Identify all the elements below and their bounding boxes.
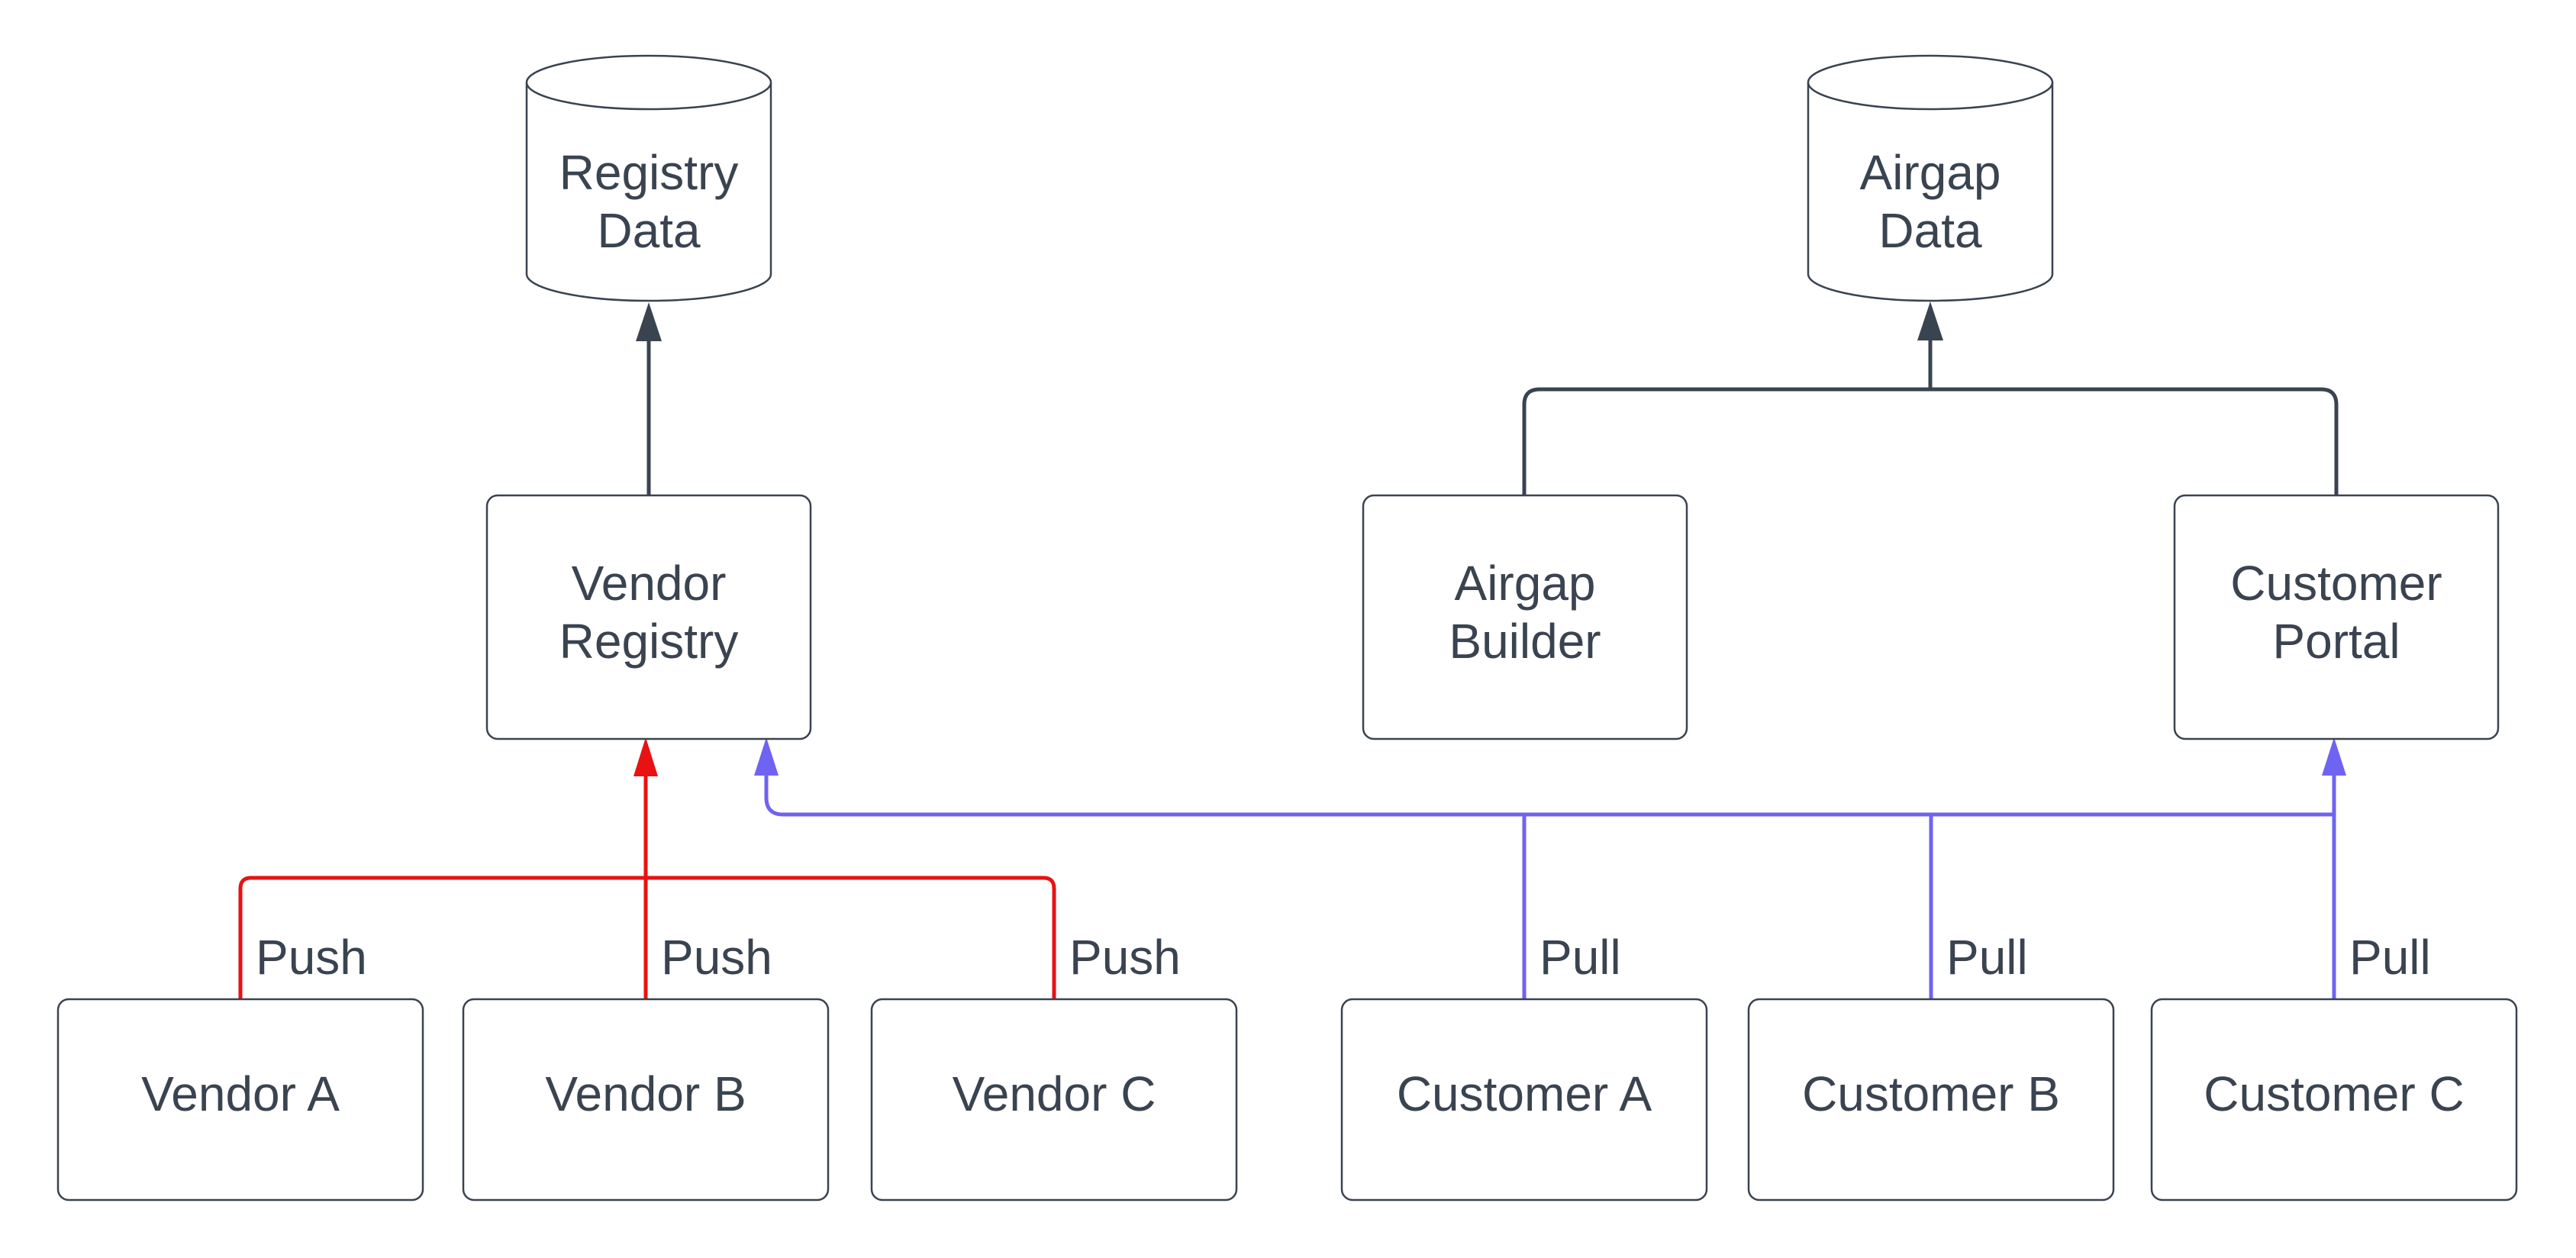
- pull-label-customer-a: Pull: [1539, 930, 1621, 985]
- node-airgap-builder: Airgap Builder: [1362, 494, 1688, 740]
- airgap-data-cylinder-body: [1807, 82, 2054, 302]
- registry-data-label-line2: Data: [597, 203, 701, 258]
- node-registry-data: Registry Data: [525, 54, 772, 302]
- customer-c-box: [2150, 998, 2518, 1202]
- registry-data-cylinder-body: [525, 82, 772, 302]
- edge-airgap-tree: [1522, 387, 2339, 495]
- airgap-data-cylinder-top: [1807, 54, 2054, 111]
- node-customer-c: Customer C: [2150, 998, 2518, 1202]
- registry-data-label-line1: Registry: [559, 145, 739, 200]
- push-label-vendor-a: Push: [256, 930, 367, 985]
- airgap-builder-box: [1362, 494, 1688, 740]
- arrowhead-pull-vendor-registry: [754, 737, 779, 776]
- airgap-data-label-line1: Airgap: [1860, 145, 2001, 200]
- vendor-c-box: [870, 998, 1238, 1202]
- node-vendor-c: Vendor C: [870, 998, 1238, 1202]
- node-vendor-registry: Vendor Registry: [485, 494, 812, 740]
- customer-portal-box: [2173, 494, 2500, 740]
- arrowhead-pull-customer-portal: [2322, 737, 2346, 776]
- vendor-c-label: Vendor C: [953, 1066, 1156, 1121]
- push-label-vendor-b: Push: [661, 930, 772, 985]
- airgap-builder-label-line2: Builder: [1449, 614, 1601, 669]
- vendor-b-label: Vendor B: [545, 1066, 746, 1121]
- airgap-builder-label-line1: Airgap: [1455, 556, 1596, 611]
- arrowhead-registry-data: [636, 302, 662, 341]
- customer-a-label: Customer A: [1397, 1066, 1652, 1121]
- registry-data-cylinder-top: [525, 54, 772, 111]
- node-customer-a: Customer A: [1340, 998, 1708, 1202]
- vendor-a-box: [56, 998, 424, 1202]
- vendor-registry-box: [485, 494, 812, 740]
- node-customer-b: Customer B: [1747, 998, 2115, 1202]
- customer-b-label: Customer B: [1802, 1066, 2060, 1121]
- customer-portal-label-line1: Customer: [2230, 556, 2442, 611]
- vendor-registry-label-line2: Registry: [559, 614, 739, 669]
- node-airgap-data: Airgap Data: [1807, 54, 2054, 302]
- customer-c-label: Customer C: [2204, 1066, 2464, 1121]
- node-vendor-b: Vendor B: [462, 998, 830, 1202]
- vendor-a-label: Vendor A: [141, 1066, 340, 1121]
- node-vendor-a: Vendor A: [56, 998, 424, 1202]
- vendor-b-box: [462, 998, 830, 1202]
- pull-label-customer-b: Pull: [1946, 930, 2028, 985]
- push-label-vendor-c: Push: [1069, 930, 1181, 985]
- edge-pull-bus: [764, 773, 2334, 817]
- customer-a-box: [1340, 998, 1708, 1202]
- vendor-registry-label-line1: Vendor: [572, 556, 727, 611]
- pull-label-customer-c: Pull: [2349, 930, 2431, 985]
- arrowhead-push-vendor-registry: [634, 737, 658, 776]
- node-customer-portal: Customer Portal: [2173, 494, 2500, 740]
- customer-portal-label-line2: Portal: [2272, 614, 2400, 669]
- airgap-data-label-line2: Data: [1878, 203, 1982, 258]
- customer-b-box: [1747, 998, 2115, 1202]
- arrowhead-airgap-data: [1917, 302, 1943, 340]
